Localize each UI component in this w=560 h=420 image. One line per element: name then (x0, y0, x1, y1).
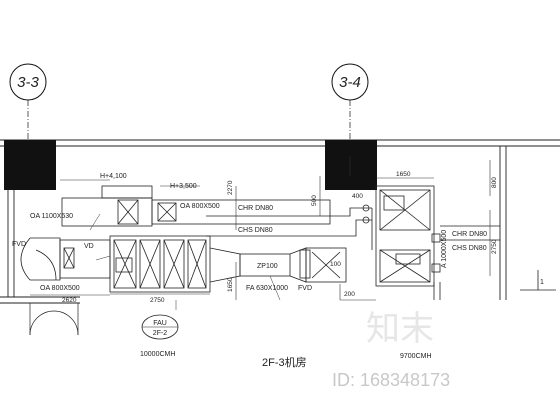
column-right (325, 140, 377, 190)
fau-unit (109, 235, 211, 293)
grid-label-3-3: 3-3 (17, 74, 39, 91)
dim-500: 500 (311, 195, 318, 206)
label-fa-outlet: FA 630X1000 (246, 285, 288, 292)
dim-800: 800 (491, 177, 498, 188)
leader-lines (89, 213, 281, 310)
fau-tag-bottom: 2F-2 (153, 330, 168, 337)
room-label: 2F-3机房 (262, 355, 307, 369)
dim-1650-top: 1650 (396, 171, 411, 178)
label-chr-left: CHR DN80 (238, 205, 273, 212)
grid-bubble-3-3: 3-3 (9, 63, 47, 101)
grid-axes (27, 100, 351, 140)
dim-100: 100 (330, 261, 341, 268)
label-fau-airflow: 10000CMH (140, 351, 175, 358)
section-marker-label: 1 (540, 279, 544, 286)
label-oa-main: OA 800X500 (180, 203, 220, 210)
dim-2620: 2620 (62, 297, 77, 304)
label-right-airflow: 9700CMH (400, 353, 432, 360)
walls (0, 139, 560, 304)
oa-main-duct (151, 199, 331, 225)
dim-200: 200 (344, 291, 355, 298)
label-fvd-mid: FVD (298, 285, 312, 292)
dim-1650-vertical: 1650 (227, 277, 234, 292)
section-marker: 1 (520, 270, 556, 291)
elevation-h4100: H+4,100 (100, 173, 127, 180)
dim-400: 400 (352, 193, 363, 200)
label-chr-right: CHR DN80 (452, 231, 487, 238)
dimension-lines (30, 156, 491, 301)
label-oa-inlet: OA 1100X630 (30, 213, 73, 220)
label-silencer: ZP100 (257, 263, 278, 270)
column-left (4, 140, 56, 190)
watermark-id: ID: 168348173 (332, 370, 450, 390)
fvd-elbow-duct (20, 237, 111, 281)
grid-bubble-3-4: 3-4 (331, 63, 369, 101)
grid-label-3-4: 3-4 (339, 74, 361, 91)
watermark-brand: 知末 (366, 309, 434, 349)
oa-inlet-duct (61, 185, 153, 227)
label-vd: VD (84, 243, 94, 250)
label-fvd-left: FVD (12, 241, 26, 248)
door-symbol (29, 303, 79, 336)
right-equipment (375, 185, 441, 300)
fau-tag-top: FAU (153, 320, 167, 327)
dim-2270: 2270 (227, 180, 234, 195)
label-chs-left: CHS DN80 (238, 227, 273, 234)
label-oa-lower: OA 800X500 (40, 285, 80, 292)
dim-2750-right: 2750 (491, 239, 498, 254)
label-chs-right: CHS DN80 (452, 245, 487, 252)
elevation-h3500: H+3,500 (170, 183, 197, 190)
fa-duct (209, 247, 347, 283)
label-right-vertical-duct: A 1000X500 (441, 230, 448, 268)
fau-tag: FAU 2F-2 (141, 314, 179, 340)
dim-2750-bottom: 2750 (150, 297, 165, 304)
